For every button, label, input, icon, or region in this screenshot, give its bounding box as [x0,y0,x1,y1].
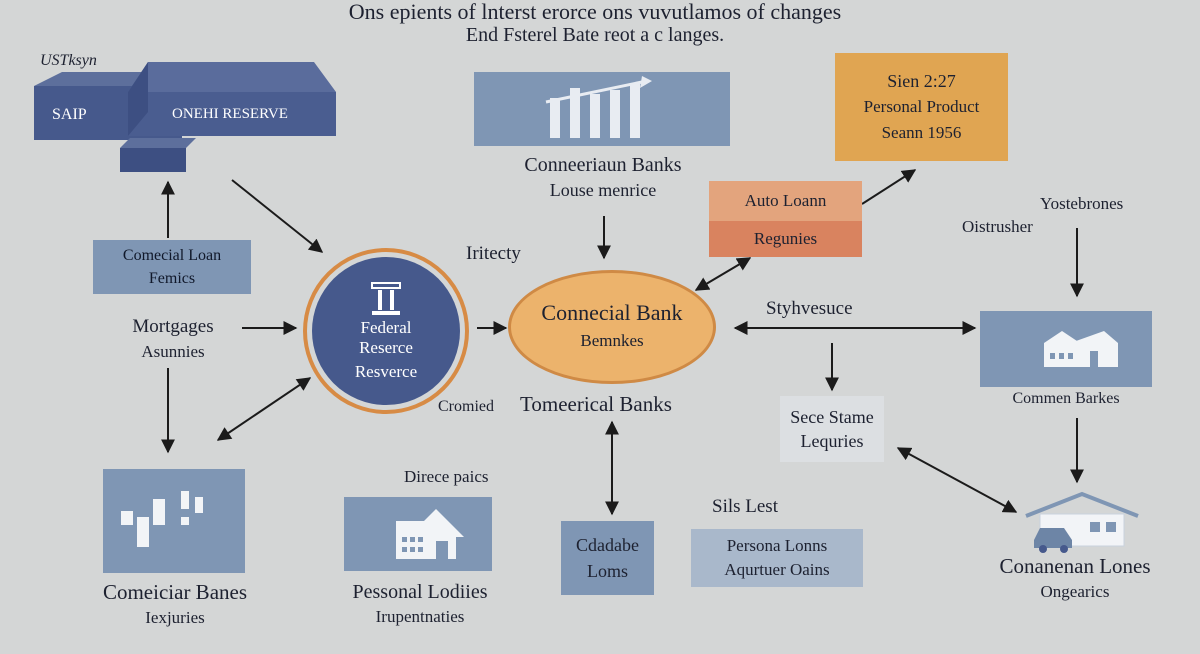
comeiciar-banes-title: Comeiciar Banes [102,580,248,604]
arrow-block-to-fed [231,179,324,253]
conanenan-lones-title: Conanenan Lones [999,554,1151,578]
sien-line1: Sien 2:27 [887,71,956,91]
cdadabe-line1: Cdadabe [576,535,639,555]
commercial-bank-line1: Connecial Bank [541,300,683,325]
sece-line2: Lequries [800,431,864,451]
commercial-loan-box: Comecial Loan Femics [93,240,251,294]
growth-chart-card [474,72,730,146]
federal-reserve-line2: Reserce [359,338,413,357]
house-icon [396,509,464,559]
block-saip-label: SAIP [52,106,87,123]
federal-reserve-circle: Federal Reserce Resverce [312,257,460,405]
sien-line2: Personal Product [863,97,980,116]
commercial-bank-line2: Bemnkes [580,331,644,350]
arrow-sece-conanenan [896,447,1018,513]
personal-lodiies-title: Pessonal Lodiies [352,581,488,603]
auto-loann-top: Auto Loann [709,181,862,221]
intercity-label: Iritecty [466,243,521,264]
pillar-icon [371,282,401,315]
growth-chart-icon [545,76,652,138]
sien-product-box: Sien 2:27 Personal Product Seann 1956 [835,53,1008,161]
arrow-bank-auto [694,257,752,291]
persona-line1: Persona Lonns [726,536,828,555]
bars-icon [121,491,203,547]
mortgages-line1: Mortgages [132,316,214,337]
federal-reserve-line3: Resverce [354,362,418,381]
header-title-line1: Ons epients of lnterst erorce ons vuvutl… [348,0,842,24]
persona-line2: Aqurtuer Oains [724,560,830,579]
cromied-label: Cromied [438,398,494,415]
commercial-bank-ellipse: Connecial Bank Bemnkes [508,270,716,384]
house-card-right [980,311,1152,387]
auto-loann-line1: Auto Loann [744,191,827,210]
commercial-loan-line2: Femics [148,270,196,287]
sece-stame-box: Sece Stame Lequries [780,396,884,462]
commen-barkes-label: Commen Barkes [1012,390,1120,407]
direce-paics-label: Direce paics [404,467,489,486]
oistrusher-label: Oistrusher [962,217,1033,236]
tomeerical-banks-label: Tomeerical Banks [520,392,672,416]
sien-line3: Seann 1956 [881,123,962,142]
top-left-tag: USTksyn [40,52,97,69]
cdadabe-line2: Loms [586,561,628,581]
mortgages-line2: Asunnies [141,342,205,361]
header-title-line2: End Fsterel Bate reot a c langes. [465,24,725,46]
block-reserve-label: ONEHI RESERVE [172,106,288,122]
sils-lest-label: Sils Lest [712,496,778,517]
arrow-fed-bottom-left [216,377,312,441]
personal-lodiies-subtitle: Irupentnaties [375,607,465,626]
persona-lonns-box: Persona Lonns Aqurtuer Oains [691,529,863,587]
bar-chart-card-left [103,469,245,573]
comeiciar-banes-subtitle: Iexjuries [145,608,205,627]
auto-loann-line2: Regunies [753,229,818,248]
auto-loann-bottom: Regunies [709,221,862,257]
yostebrones-label: Yostebrones [1040,194,1124,213]
federal-reserve-line1: Federal [360,318,412,337]
building-icon [1044,331,1118,367]
commercial-loan-line1: Comecial Loan [122,247,222,264]
auto-loann-box: Auto Loann Regunies [709,181,862,257]
styhvesuce-label: Styhvesuce [766,298,853,319]
house-card-center [344,497,492,571]
conanenan-lones-subtitle: Ongearics [1040,582,1110,601]
sece-line1: Sece Stame [790,407,874,427]
cdadabe-box: Cdadabe Loms [561,521,654,595]
arrow-auto-sien [861,169,917,205]
connecerian-banks-subtitle: Louse menrice [549,180,657,200]
connecerian-banks-title: Conneeriaun Banks [524,154,682,176]
